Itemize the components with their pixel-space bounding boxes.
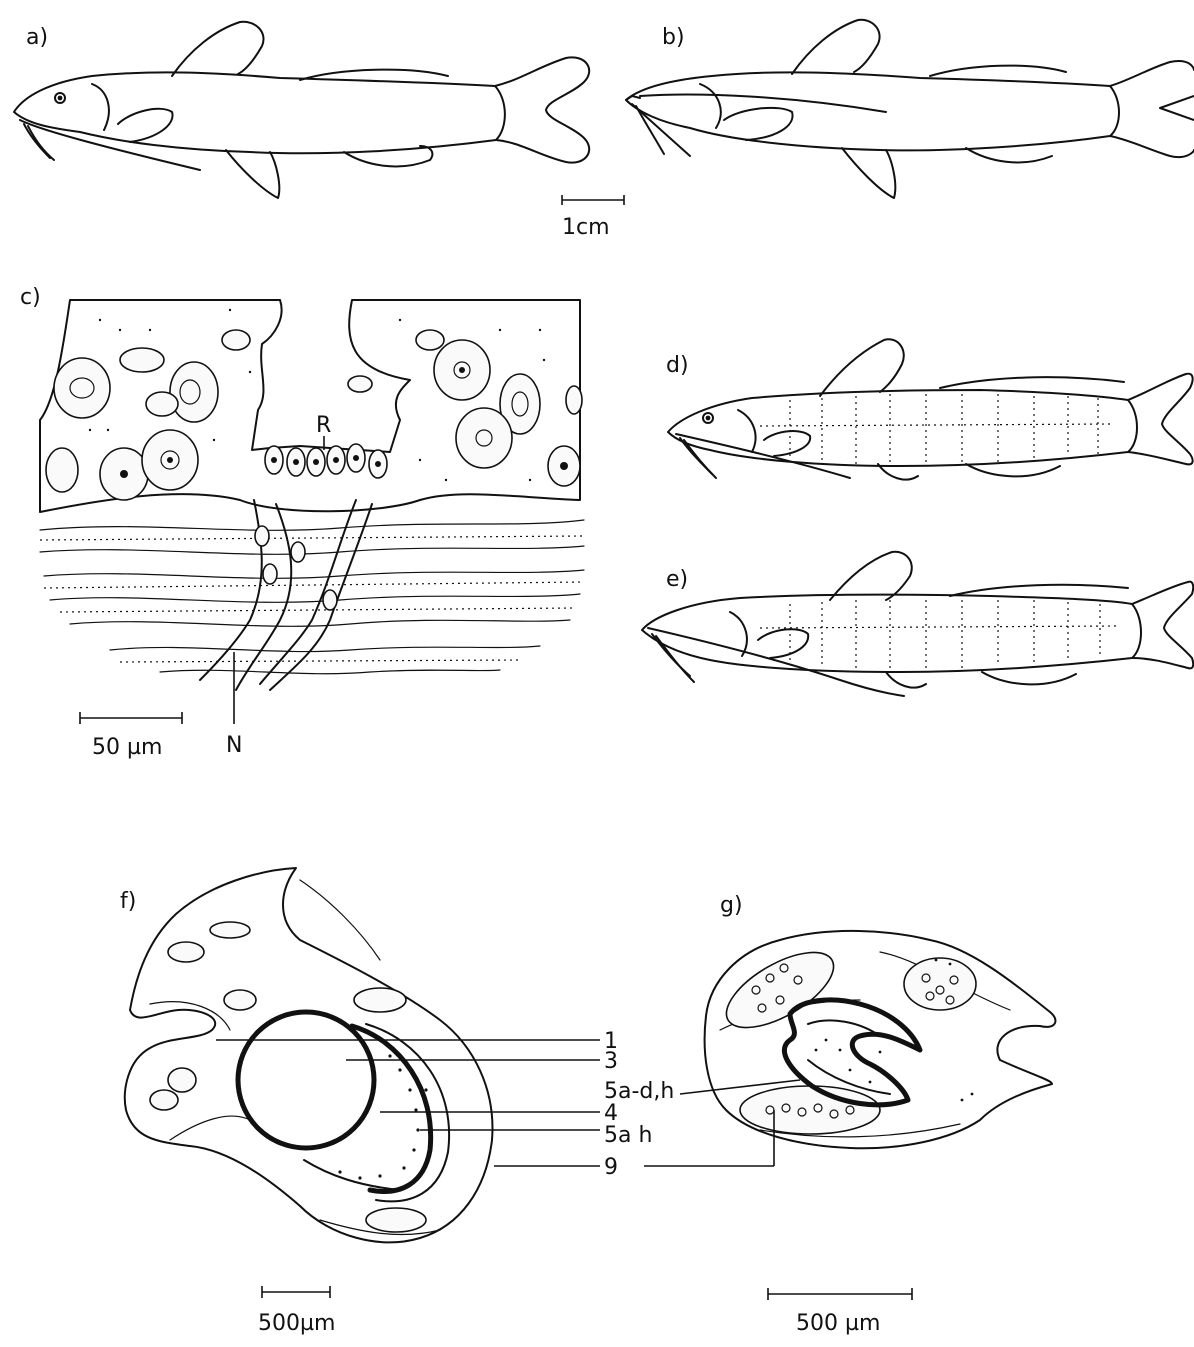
label-5a-h: 5a h: [604, 1123, 652, 1148]
nerve-fibres: [200, 500, 372, 690]
fish-outline-e: [642, 552, 1193, 696]
scale-bar-ab-label: 1cm: [562, 215, 610, 240]
panel-e: e): [642, 552, 1193, 696]
eye-section-f: [125, 868, 493, 1242]
panel-f: f): [120, 868, 674, 1336]
scale-bar-c-label: 50 µm: [92, 735, 162, 760]
panel-g: g): [644, 893, 1055, 1336]
panel-a-label: a): [26, 25, 48, 50]
fish-outline-b: [626, 20, 1194, 198]
scale-bar-g-label: 500 µm: [796, 1311, 880, 1336]
panel-g-label: g): [720, 893, 743, 918]
scale-bar-c: 50 µm: [80, 712, 182, 760]
label-9: 9: [604, 1155, 618, 1180]
panel-d-label: d): [666, 353, 689, 378]
panel-c-label: c): [20, 285, 41, 310]
fish-outline-a: [14, 22, 589, 198]
panel-d: d): [666, 339, 1193, 479]
dermis-fibres: [40, 520, 584, 674]
receptor-cells: [265, 444, 387, 478]
fish-outline-d: [668, 339, 1193, 479]
panel-c: c): [20, 285, 584, 760]
panel-a: a): [14, 22, 589, 198]
scale-bar-f: 500µm: [258, 1286, 335, 1336]
nerve-label: N: [226, 733, 242, 758]
panel-b-label: b): [662, 25, 685, 50]
eye-section-g: [705, 931, 1056, 1148]
label-3: 3: [604, 1049, 618, 1074]
receptor-label: R: [316, 413, 331, 438]
panel-e-label: e): [666, 567, 688, 592]
epidermis-layer: [40, 300, 582, 512]
scale-bar-f-label: 500µm: [258, 1311, 335, 1336]
scale-bar-g: 500 µm: [768, 1288, 912, 1336]
lens: [238, 1012, 374, 1148]
panel-f-label: f): [120, 889, 136, 914]
scale-bar-ab: 1cm: [562, 195, 624, 240]
panel-b: b) 1cm: [562, 20, 1194, 240]
